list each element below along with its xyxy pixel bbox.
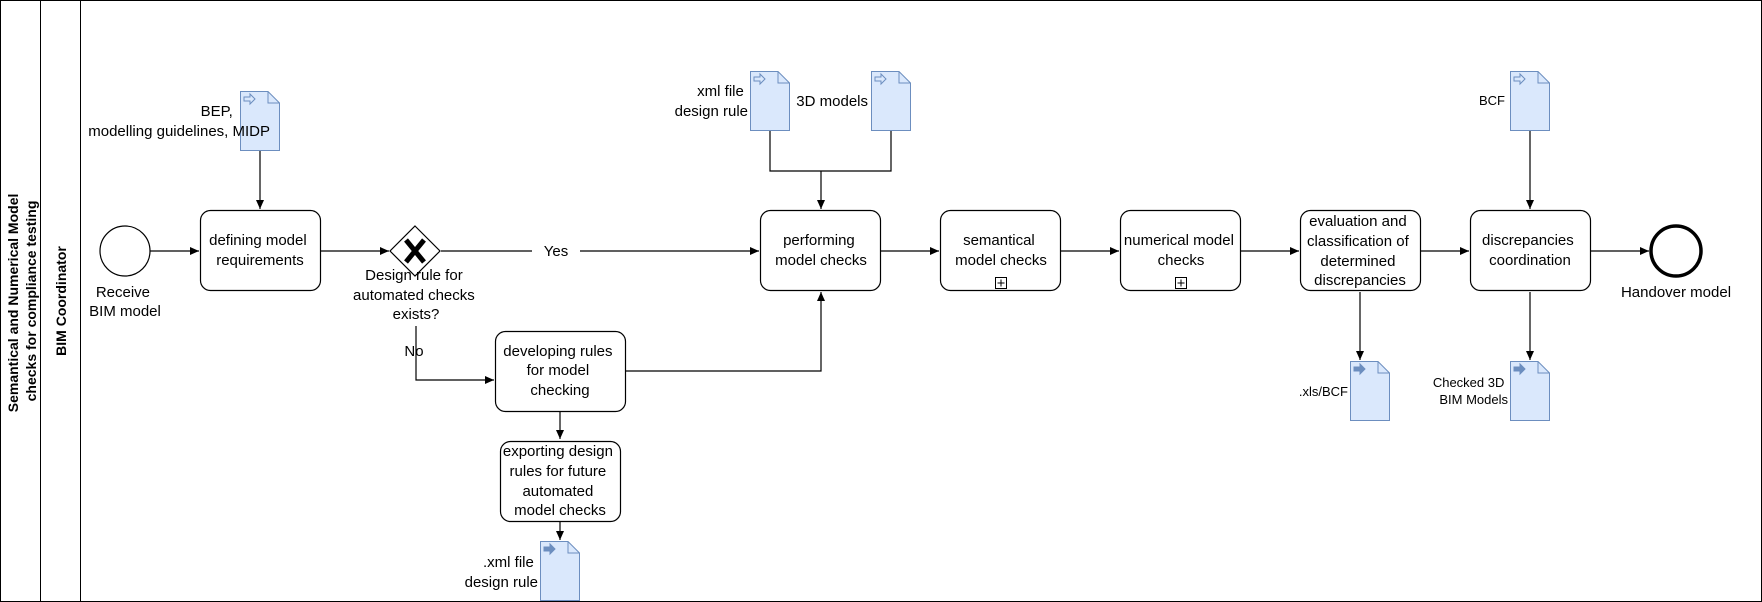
task-developing-rules: developing rules for model checking [494, 330, 627, 413]
subprocess-numerical-model-checks: numerical model checks [1119, 209, 1242, 292]
assoc-xml-3d-to-perform [769, 131, 892, 172]
sequence-flows [150, 247, 1649, 439]
expand-marker-icon [1175, 277, 1187, 289]
svg-text:BEP, modelling guideline: BEP, modelling guidelines, MIDP [88, 103, 270, 140]
svg-text:discrepancies coordinati: discrepancies coordination [1482, 232, 1578, 269]
end-event-label: Handover model [1621, 284, 1731, 301]
data-output-checked-models: Checked 3D BIM Models [1433, 361, 1550, 421]
svg-text:defining model requireme: defining model requirements [209, 232, 311, 269]
task-performing-model-checks: performing model checks [759, 209, 882, 292]
gateway-label: Design rule for automated checks exists? [353, 267, 479, 323]
data-input-xml-design-rule: xml file design rule [675, 71, 790, 131]
svg-text:evaluation and classific: evaluation and classification of determi… [1307, 213, 1413, 289]
end-event: Handover model [1621, 224, 1731, 301]
task-defining-model-requirements: defining model requirements [199, 209, 322, 292]
exclusive-gateway: Design rule for automated checks exists?… [353, 225, 568, 360]
subprocess-semantical-model-checks: semantical model checks [939, 209, 1062, 292]
svg-text:Checked 3D BIM Models: Checked 3D BIM Models [1433, 375, 1509, 407]
start-event: Receive BIM model [89, 225, 161, 320]
svg-text:xml file design rule: xml file design rule [675, 83, 748, 120]
data-associations [256, 131, 1534, 540]
pool-title: Semantical and Numerical Model checks fo… [5, 190, 39, 413]
svg-text:3D models: 3D models [796, 93, 868, 110]
data-output-xls-bcf: .xls/BCF [1299, 361, 1390, 421]
start-event-label: Receive BIM model [89, 284, 161, 320]
task-exporting-design-rules: exporting design rules for future automa… [499, 440, 622, 523]
data-output-xml-design-rule: .xml file design rule [465, 541, 580, 601]
svg-text:numerical model checks: numerical model checks [1124, 232, 1238, 269]
data-input-bcf: BCF [1479, 71, 1550, 131]
gateway-no-label: No [404, 343, 423, 360]
task-discrepancies-coordination: discrepancies coordination [1469, 209, 1592, 292]
svg-text:semantical model checks: semantical model checks [955, 232, 1047, 269]
svg-text:.xls/BCF: .xls/BCF [1299, 384, 1348, 399]
svg-text:developing rules for mod: developing rules for model checking [503, 343, 616, 399]
svg-text:BCF: BCF [1479, 93, 1505, 108]
task-evaluation-classification: evaluation and classification of determi… [1299, 209, 1422, 292]
svg-text:.xml file design rule: .xml file design rule [465, 554, 538, 591]
flow-develop-to-perform [626, 292, 825, 372]
data-input-3d-models: 3D models [796, 71, 911, 131]
data-input-bep: BEP, modelling guidelines, MIDP [88, 91, 280, 151]
lane-title: BIM Coordinator [53, 246, 69, 356]
pool-title-line1: Semantical and Numerical Model [5, 194, 21, 413]
svg-text:exporting design rules f: exporting design rules for future automa… [503, 443, 617, 519]
svg-text:performing model checks: performing model checks [775, 232, 867, 269]
pool-title-line2: checks for compliance testing [23, 201, 39, 402]
expand-marker-icon [995, 277, 1007, 289]
gateway-yes-label: Yes [544, 243, 568, 260]
flow-gateway-no [415, 326, 494, 384]
